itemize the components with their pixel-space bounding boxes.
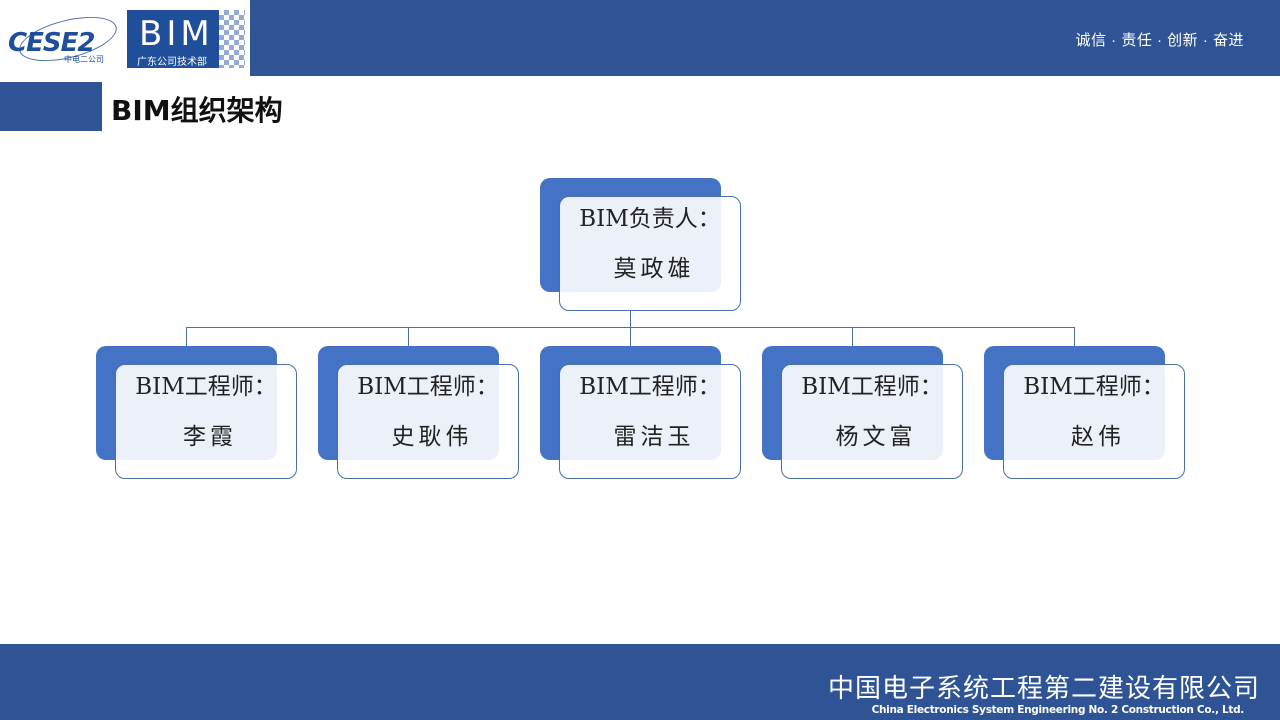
checker-pattern-icon (219, 10, 245, 68)
node-role: BIM工程师： (579, 374, 721, 400)
node-front-card (559, 196, 741, 311)
node-front-card (559, 364, 741, 479)
header-bar: CESE2 中电二公司 BIM 广东公司技术部 诚信 · 责任 · 创新 · 奋… (0, 0, 1280, 76)
cese-logo: CESE2 中电二公司 (8, 8, 126, 70)
bim-logo-text: BIM (139, 14, 214, 54)
connector-child-5 (1074, 327, 1075, 347)
connector-child-1 (186, 327, 187, 347)
logo-area: CESE2 中电二公司 BIM 广东公司技术部 (0, 0, 250, 76)
title-accent-block (0, 82, 102, 131)
node-role: BIM工程师： (1023, 374, 1165, 400)
cese-logo-subtitle: 中电二公司 (64, 55, 104, 64)
node-front-card (337, 364, 519, 479)
node-name: 雷洁玉 (613, 424, 695, 450)
node-role: BIM工程师： (135, 374, 277, 400)
bim-logo-subtitle: 广东公司技术部 (137, 57, 207, 68)
node-front-card (115, 364, 297, 479)
node-name: 莫政雄 (613, 256, 695, 282)
footer-bar: 中国电子系统工程第二建设有限公司 China Electronics Syste… (0, 644, 1280, 720)
node-role: BIM工程师： (801, 374, 943, 400)
node-name: 赵伟 (1071, 424, 1125, 450)
node-name: 李霞 (183, 424, 237, 450)
page-title: BIM组织架构 (111, 94, 283, 127)
connector-child-4 (852, 327, 853, 347)
node-role: BIM工程师： (357, 374, 499, 400)
node-name: 杨文富 (835, 424, 917, 450)
node-name: 史耿伟 (391, 424, 473, 450)
slogan: 诚信 · 责任 · 创新 · 奋进 (1075, 32, 1244, 49)
company-name-en: China Electronics System Engineering No.… (871, 704, 1245, 716)
connector-root-down (630, 310, 631, 328)
cese-logo-text: CESE2 (8, 28, 95, 58)
company-name-cn: 中国电子系统工程第二建设有限公司 (827, 673, 1260, 703)
node-front-card (1003, 364, 1185, 479)
connector-child-3 (630, 327, 631, 347)
node-role: BIM负责人： (579, 206, 721, 232)
connector-child-2 (408, 327, 409, 347)
bim-logo: BIM 广东公司技术部 (127, 10, 219, 68)
node-front-card (781, 364, 963, 479)
